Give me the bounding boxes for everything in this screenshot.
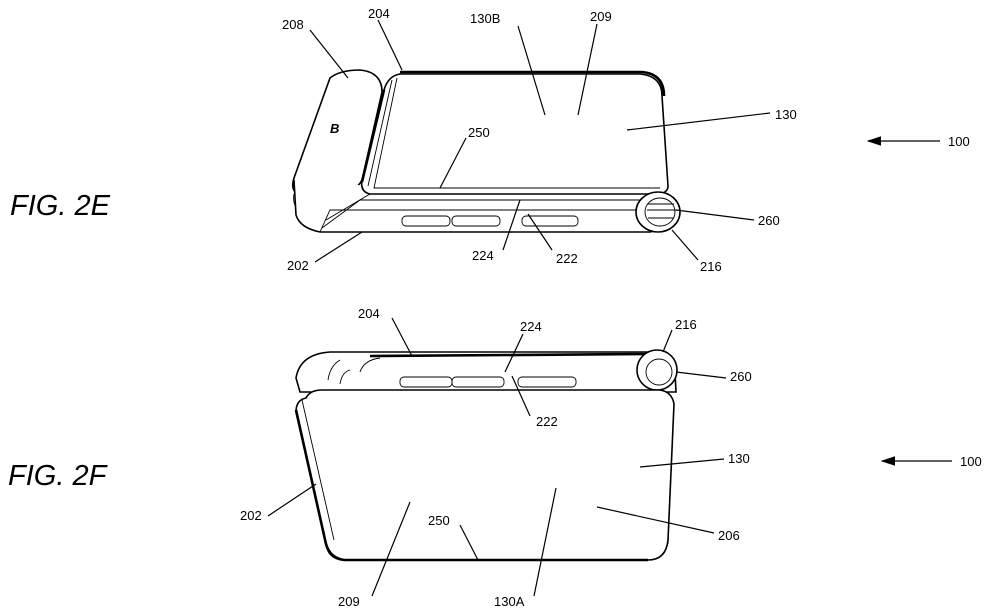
ref-250: 250 (428, 513, 450, 528)
fig-2e-label: FIG. 2E (10, 190, 111, 222)
ref-202: 202 (287, 258, 309, 273)
ref-222: 222 (556, 251, 578, 266)
figure-2e: FIG. 2E B (10, 6, 970, 274)
side-button-3 (521, 215, 579, 227)
ref-260: 260 (758, 213, 780, 228)
ref-209: 209 (590, 9, 612, 24)
ref-206: 206 (718, 528, 740, 543)
ref-130A: 130A (494, 594, 525, 609)
ref-208: 208 (282, 17, 304, 32)
ref-224: 224 (472, 248, 494, 263)
ref-260: 260 (730, 369, 752, 384)
ref-100: 100 (948, 134, 970, 149)
display-panel (360, 73, 669, 195)
ref-204: 204 (368, 6, 390, 21)
ref-250: 250 (468, 125, 490, 140)
ref-216: 216 (700, 259, 722, 274)
hinge-end (635, 191, 681, 233)
ref-222: 222 (536, 414, 558, 429)
ref-130: 130 (728, 451, 750, 466)
side-button-2 (451, 215, 501, 227)
ref-202: 202 (240, 508, 262, 523)
side-button-1 (401, 215, 451, 227)
ref-224: 224 (520, 319, 542, 334)
side-button-3 (517, 376, 577, 388)
ref-100: 100 (960, 454, 982, 469)
hinge-end (636, 349, 678, 391)
ref-130B: 130B (470, 11, 500, 26)
ref-130: 130 (775, 107, 797, 122)
ref-216: 216 (675, 317, 697, 332)
logo-mark: B (330, 121, 339, 136)
ref-204: 204 (358, 306, 380, 321)
figure-2f: FIG. 2F 204 224 216 (8, 306, 982, 609)
fig-2f-label: FIG. 2F (8, 460, 109, 492)
side-button-2 (451, 376, 505, 388)
ref-209: 209 (338, 594, 360, 609)
display-panel (295, 389, 675, 561)
top-hinge-strip (295, 351, 677, 393)
